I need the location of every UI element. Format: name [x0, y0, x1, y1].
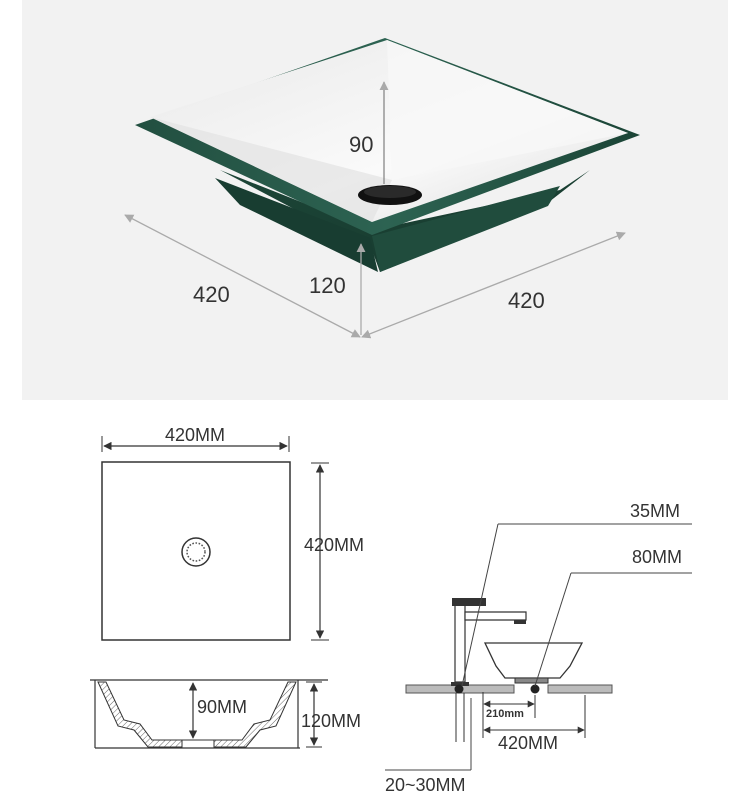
- drain-symbol: [181, 537, 211, 567]
- section-view-drawing: [90, 679, 328, 749]
- section-height-label: 120MM: [301, 711, 361, 731]
- photo-right-width-label: 420: [508, 288, 545, 313]
- top-width-label: 420MM: [165, 425, 225, 445]
- install-faucet-label: 35MM: [630, 501, 680, 521]
- install-drain-label: 80MM: [632, 547, 682, 567]
- install-width-label: 420MM: [498, 733, 558, 753]
- section-depth-label: 90MM: [197, 697, 247, 717]
- basin-photo: [135, 38, 640, 272]
- top-view-drawing: [101, 436, 329, 641]
- install-spacing-label: 210mm: [486, 708, 524, 720]
- photo-depth-label: 90: [349, 132, 373, 157]
- install-view-drawing: [385, 523, 692, 771]
- photo-left-width-label: 420: [193, 282, 230, 307]
- photo-dimension-lines: [124, 81, 626, 339]
- top-length-label: 420MM: [304, 535, 364, 555]
- install-counter-label: 20~30MM: [385, 775, 466, 795]
- photo-height-label: 120: [309, 273, 346, 298]
